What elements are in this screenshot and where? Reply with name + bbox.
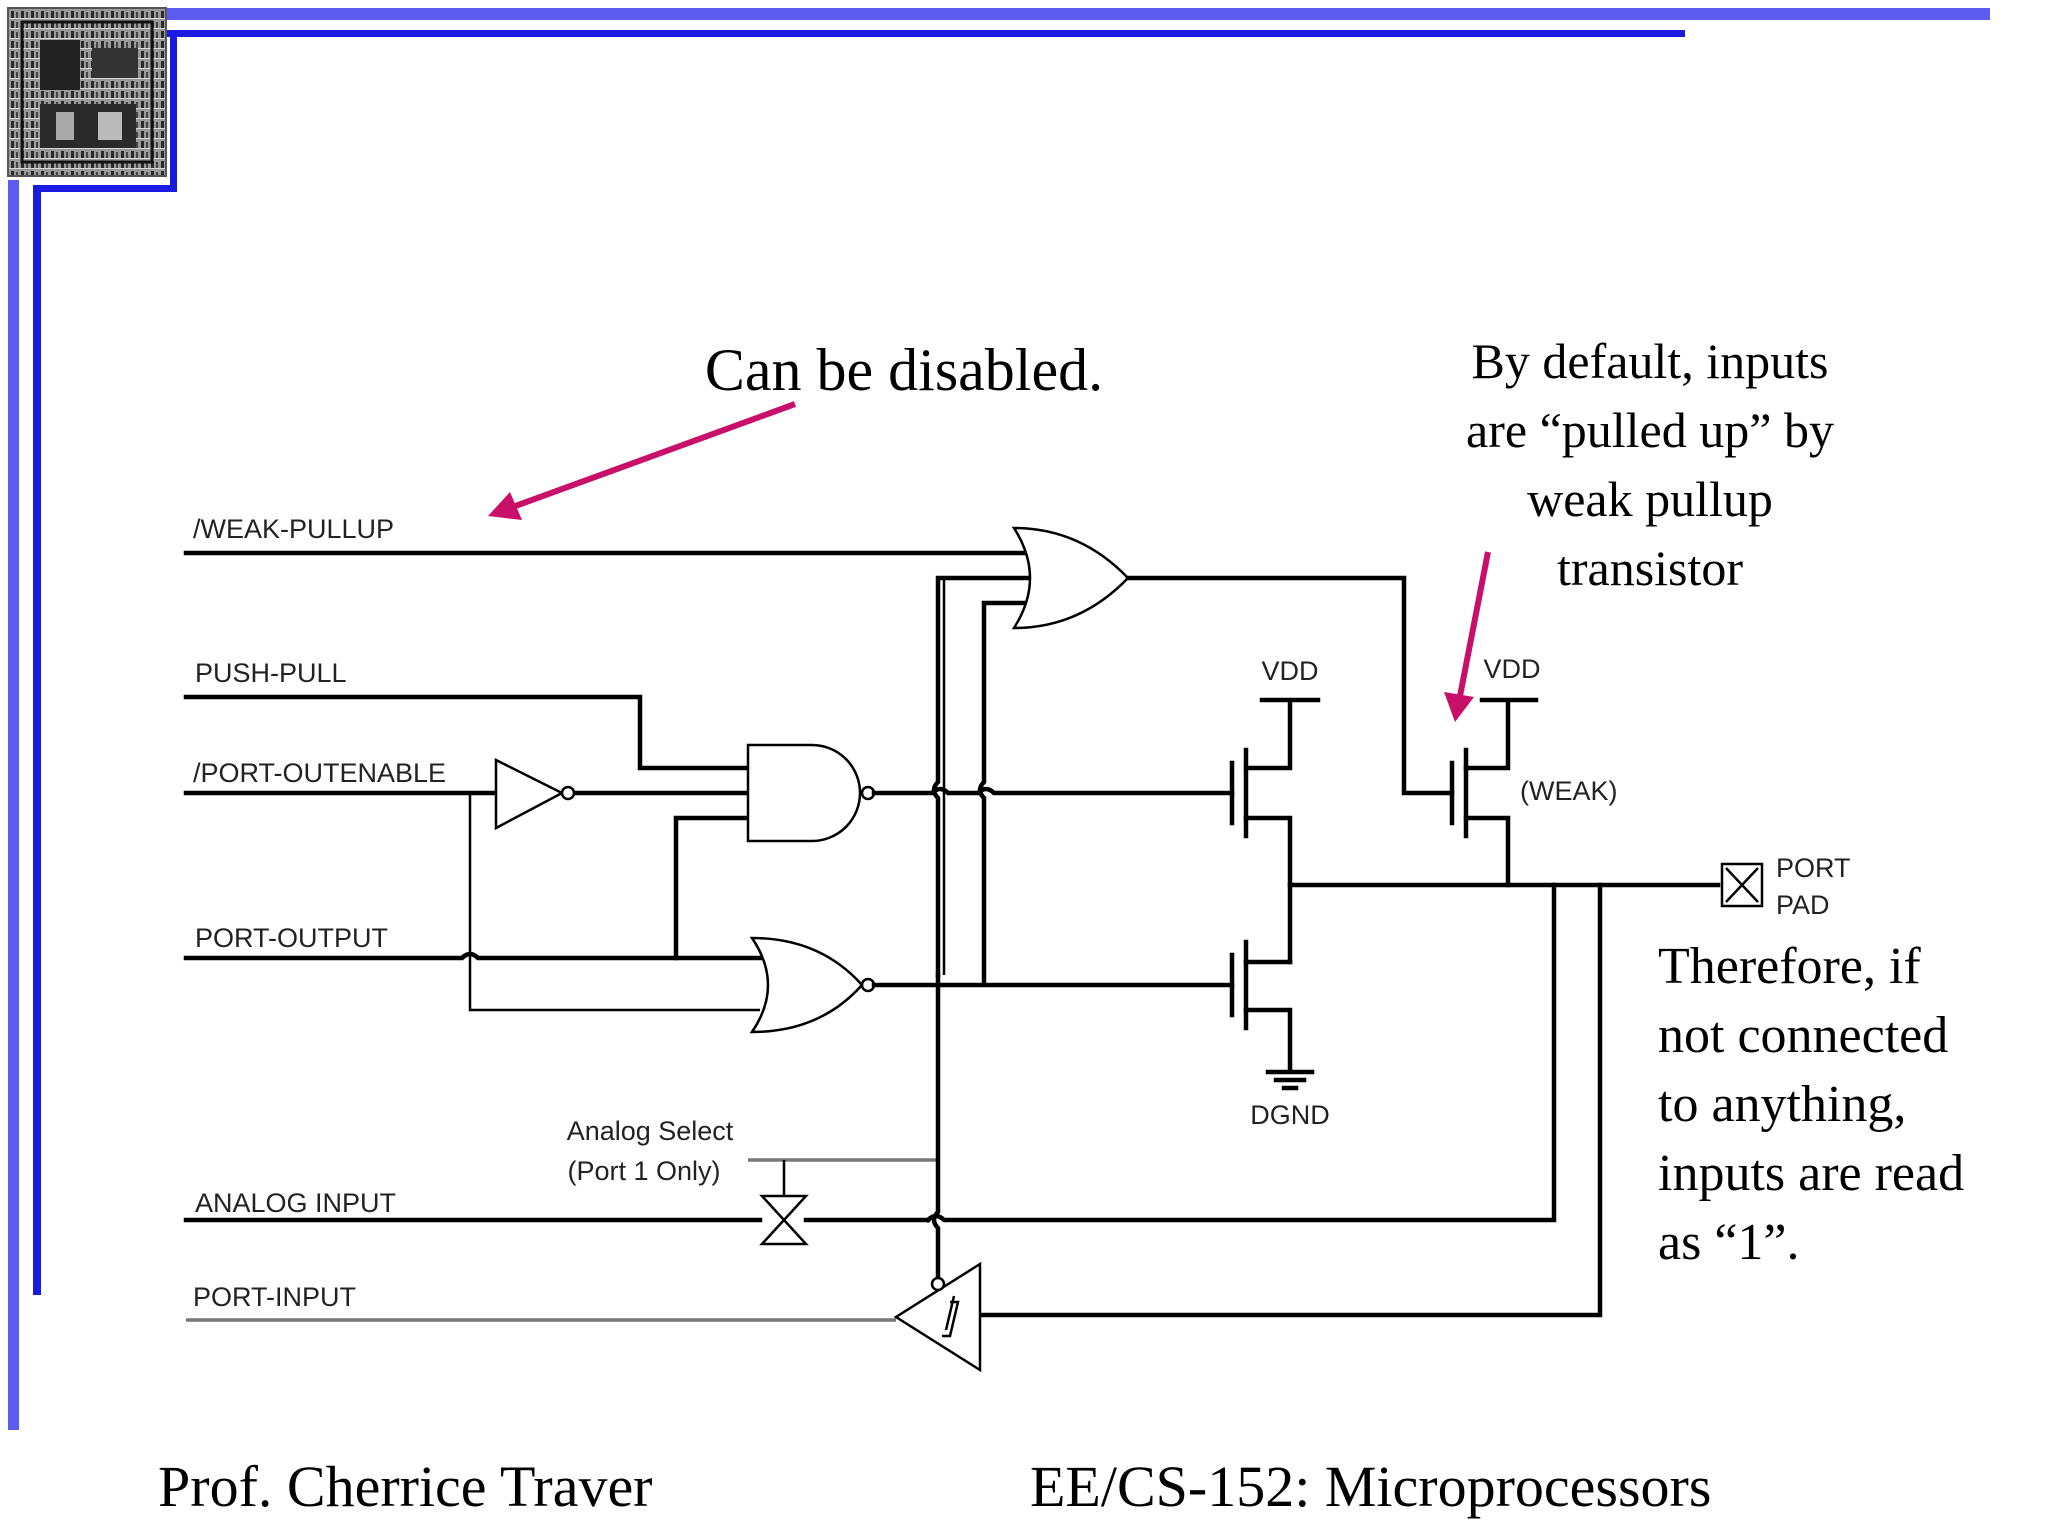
label-port-pad: PORT xyxy=(1776,853,1851,883)
label-analog-select-port: (Port 1 Only) xyxy=(567,1156,720,1186)
annotation-therefore-note: Therefore, if not connected to anything,… xyxy=(1658,938,1964,1271)
chip-logo xyxy=(7,7,167,177)
pullup-note-line: weak pullup xyxy=(1527,471,1773,527)
therefore-note-line: as “1”. xyxy=(1658,1214,1799,1271)
therefore-note-line: Therefore, if xyxy=(1658,938,1921,995)
inverter xyxy=(494,757,565,831)
wire-nand-to-pmos xyxy=(871,786,1235,796)
wire-outenable-tap xyxy=(468,793,760,1012)
label-dgnd: DGND xyxy=(1250,1100,1330,1130)
nmos-source xyxy=(1243,1007,1293,1073)
therefore-note-line: inputs are read xyxy=(1658,1145,1964,1202)
footer-author: Prof. Cherrice Traver xyxy=(158,1454,653,1519)
nor-gate xyxy=(749,936,864,1034)
weak-pmos-source xyxy=(1463,815,1511,888)
pmos-source xyxy=(1243,815,1293,965)
label-port-pad-2: PAD xyxy=(1776,890,1830,920)
nand-gate xyxy=(746,743,862,843)
top-accent-bar xyxy=(130,8,1990,20)
side-accent-line xyxy=(33,185,41,1295)
schmitt-hysteresis-symbol xyxy=(942,1295,960,1338)
pmos-drain xyxy=(1243,699,1293,771)
or-gate xyxy=(1011,526,1130,630)
header-decoration xyxy=(8,8,1990,1430)
label-port-output: PORT-OUTPUT xyxy=(195,923,388,953)
schmitt-enable xyxy=(930,1276,946,1292)
label-port-input: PORT-INPUT xyxy=(193,1282,356,1312)
pullup-note-line: By default, inputs xyxy=(1472,333,1829,389)
weak-pmos-drain xyxy=(1463,699,1511,771)
label-push-pull: PUSH-PULL xyxy=(195,658,347,688)
label-analog-input: ANALOG INPUT xyxy=(195,1188,396,1218)
therefore-note-line: to anything, xyxy=(1658,1076,1906,1133)
side-accent-line-dark xyxy=(170,30,177,190)
port-pad-cross xyxy=(1725,867,1759,903)
ground-symbol xyxy=(1265,1069,1315,1091)
wire-or-to-pullup xyxy=(1125,575,1455,796)
top-accent-line xyxy=(165,30,1685,37)
annotation-can-be-disabled: Can be disabled. xyxy=(705,337,1103,403)
label-weak-pullup: /WEAK-PULLUP xyxy=(193,514,394,544)
label-vdd: VDD xyxy=(1261,656,1318,686)
arrow-to-weak-pullup xyxy=(488,401,797,520)
annotation-pullup-note: By default, inputs are “pulled up” by we… xyxy=(1466,333,1834,596)
analog-switch xyxy=(759,1194,809,1246)
wire-output-tap xyxy=(673,815,751,961)
side-accent-bar xyxy=(8,180,19,1430)
label-weak: (WEAK) xyxy=(1520,776,1618,806)
arrow-to-pullup-transistor xyxy=(1444,551,1491,722)
inverter-bubble xyxy=(560,785,576,801)
wire-pad-to-analog xyxy=(924,882,1557,1224)
wire-pad-to-schmitt xyxy=(977,882,1603,1318)
footer-course: EE/CS-152: Microprocessors xyxy=(1030,1454,1711,1519)
circuit-schematic xyxy=(183,526,1764,1373)
therefore-note-line: not connected xyxy=(1658,1007,1948,1064)
logo-underline xyxy=(33,185,177,192)
signal-labels: /WEAK-PULLUP PUSH-PULL /PORT-OUTENABLE P… xyxy=(193,514,1851,1312)
pullup-note-line: transistor xyxy=(1557,540,1743,596)
label-analog-select: Analog Select xyxy=(567,1116,734,1146)
wire-bus-to-schmitt xyxy=(931,972,941,1281)
label-port-outenable: /PORT-OUTENABLE xyxy=(193,758,446,788)
wire-push-pull xyxy=(183,694,751,771)
pullup-note-line: are “pulled up” by xyxy=(1466,402,1834,458)
label-vdd-weak: VDD xyxy=(1483,654,1540,684)
